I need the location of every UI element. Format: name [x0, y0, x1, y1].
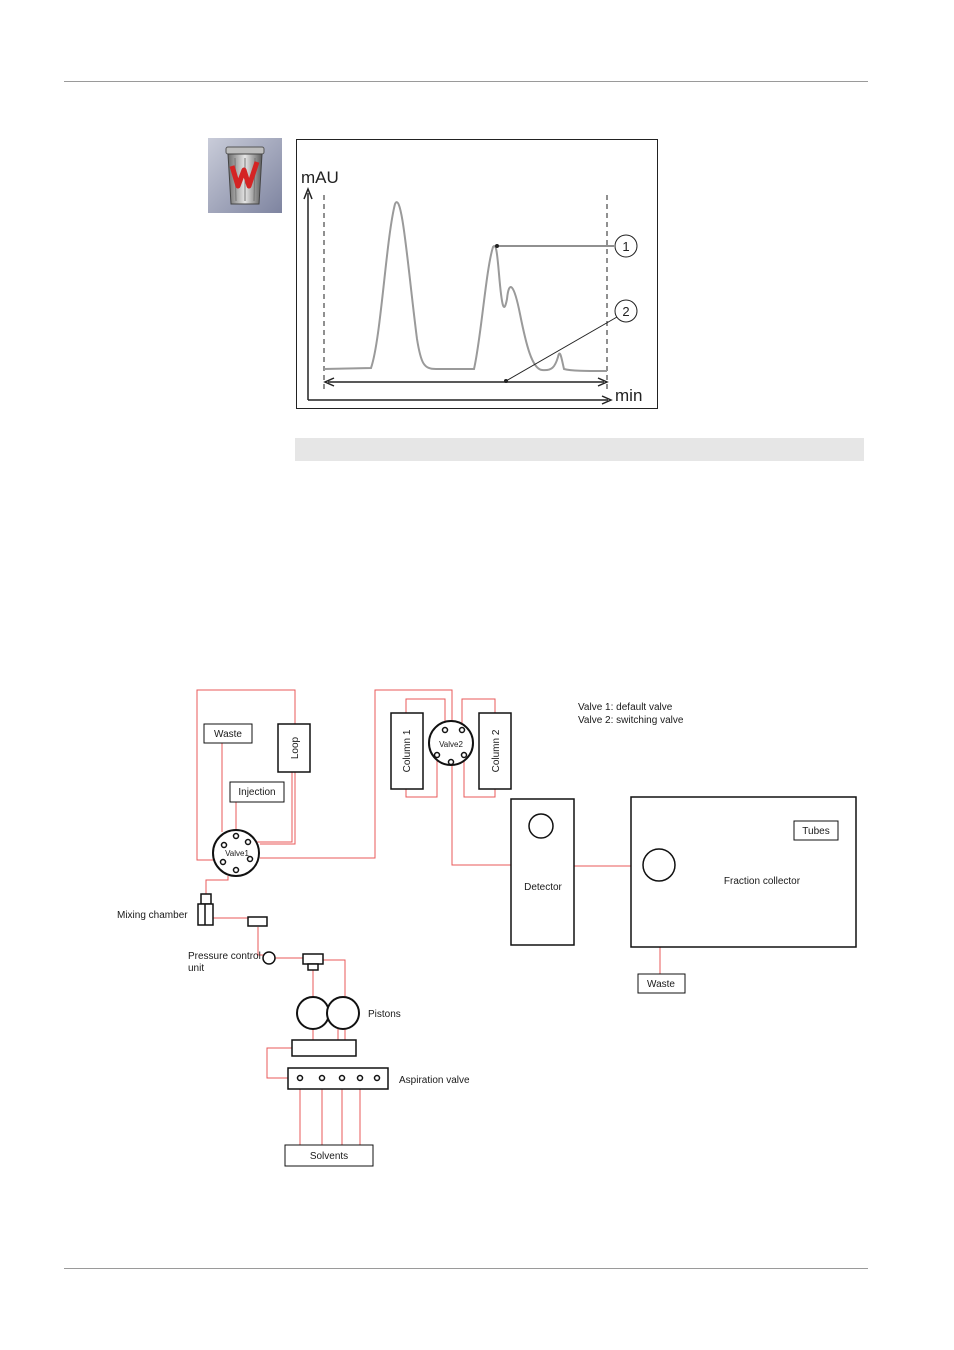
valve1-label: Valve1 [225, 849, 249, 858]
pressure-control-unit [263, 952, 275, 964]
piston-manifold [292, 1040, 356, 1056]
piston-right [327, 997, 359, 1029]
solvents-label: Solvents [310, 1151, 348, 1162]
legend-line-1: Valve 1: default valve [578, 702, 673, 713]
loop-label: Loop [290, 736, 301, 759]
valve2-label: Valve2 [439, 740, 463, 749]
chromatogram-figure: mAU min 1 2 [296, 139, 658, 409]
header-rule [64, 81, 868, 82]
pressure-control-label-2: unit [188, 963, 204, 974]
fraction-collector-head [643, 849, 675, 881]
trash-bin-icon[interactable] [208, 138, 282, 213]
footer-rule [64, 1268, 868, 1269]
inline-filter [248, 917, 267, 926]
piston-left [297, 997, 329, 1029]
aspiration-valve-label: Aspiration valve [399, 1075, 470, 1086]
detector-cell [529, 814, 553, 838]
y-axis-label: mAU [301, 168, 339, 187]
detector-label: Detector [524, 882, 562, 893]
pressure-control-label-1: Pressure control [188, 951, 261, 962]
callout-2-label: 2 [622, 304, 629, 319]
note-bar [295, 438, 864, 461]
fraction-collector-label: Fraction collector [724, 876, 801, 887]
component-shapes [198, 713, 856, 1166]
waste-bottom-label: Waste [647, 979, 675, 990]
injection-label: Injection [238, 787, 275, 798]
flow-scheme-diagram: Valve 1: default valve Valve 2: switchin… [100, 680, 870, 1180]
tubes-label: Tubes [802, 826, 829, 837]
column1-label: Column 1 [402, 729, 413, 772]
legend-line-2: Valve 2: switching valve [578, 715, 684, 726]
x-axis-label: min [615, 386, 642, 405]
column2-label: Column 2 [491, 729, 502, 772]
mixing-chamber-label: Mixing chamber [117, 910, 188, 921]
callout-1-label: 1 [622, 239, 629, 254]
mixing-chamber-top [201, 894, 211, 904]
pistons-label: Pistons [368, 1009, 401, 1020]
pressure-sensor [303, 954, 323, 964]
waste-top-label: Waste [214, 729, 242, 740]
